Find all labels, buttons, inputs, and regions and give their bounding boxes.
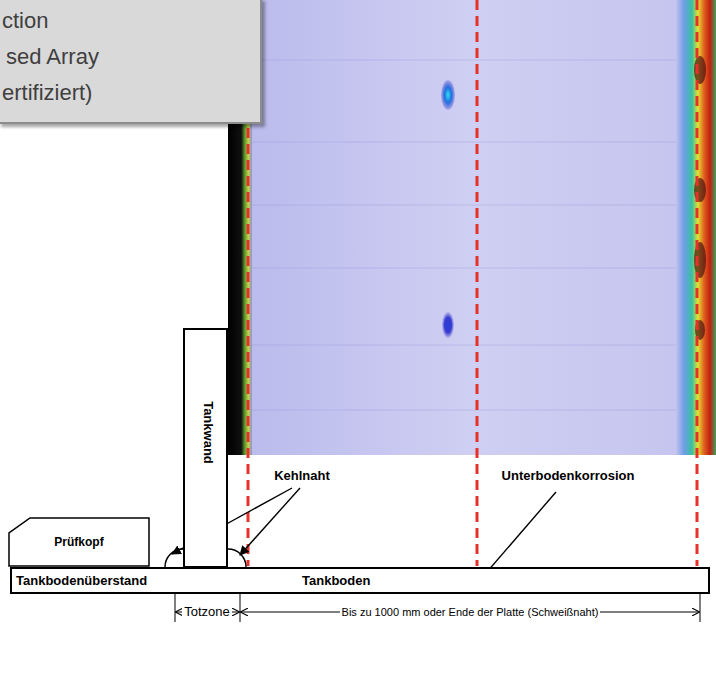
- tank-wall: Tankwand: [183, 328, 228, 568]
- node-text: ertifiziert): [2, 80, 92, 105]
- title-panel: ction sed Array ertifiziert): [0, 0, 262, 124]
- node-text: Prüfkopf: [54, 536, 103, 550]
- dimension-label: Bis zu 1000 mm oder Ende der Platte (Sch…: [340, 606, 601, 619]
- node-text: Tankboden: [302, 574, 370, 589]
- node-text: sed Array: [6, 44, 99, 69]
- probe-shape: Prüfkopf: [8, 517, 150, 567]
- probe-outline: [9, 518, 149, 566]
- dimension-label: Totzone: [182, 605, 232, 620]
- node-text: ction: [2, 8, 48, 33]
- node-text: Tankbodenüberstand: [16, 574, 147, 589]
- tank-floor: Tankbodenüberstand Tankboden: [10, 567, 710, 594]
- callout-label: Unterbodenkorrosion: [500, 469, 637, 484]
- node-text: Tankwand: [200, 401, 215, 464]
- callout-label: Kehlnaht: [272, 469, 332, 484]
